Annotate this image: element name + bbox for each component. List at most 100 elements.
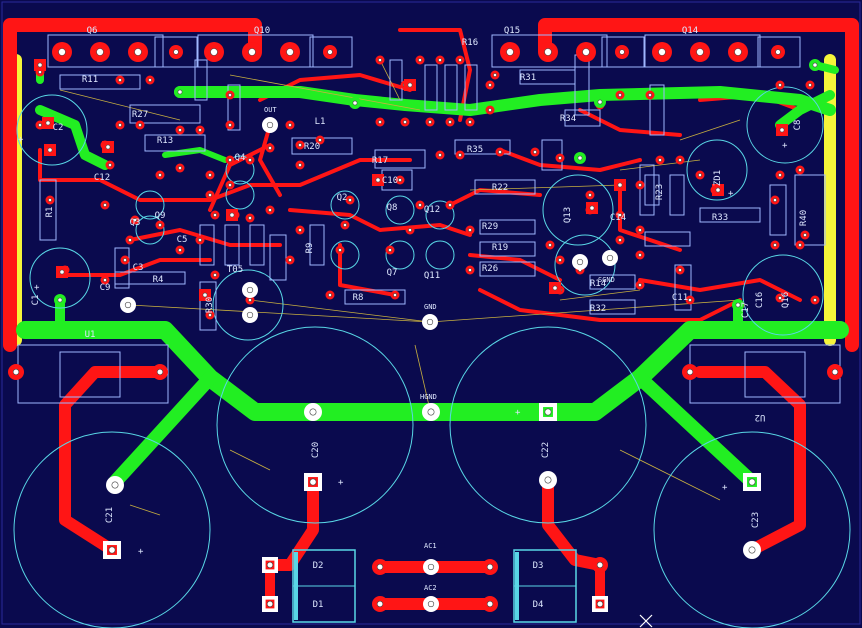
pad[interactable] bbox=[44, 144, 56, 156]
pad[interactable] bbox=[675, 265, 685, 275]
pad[interactable] bbox=[500, 42, 520, 62]
pad[interactable] bbox=[771, 45, 785, 59]
pad[interactable] bbox=[465, 117, 475, 127]
pad[interactable] bbox=[152, 364, 168, 380]
pad[interactable] bbox=[128, 42, 148, 62]
pad[interactable] bbox=[549, 282, 561, 294]
pad[interactable] bbox=[295, 225, 305, 235]
pad[interactable] bbox=[415, 200, 425, 210]
pad[interactable] bbox=[482, 559, 498, 575]
pad[interactable] bbox=[545, 240, 555, 250]
pad[interactable] bbox=[242, 42, 262, 62]
pad[interactable] bbox=[555, 153, 565, 163]
pad[interactable] bbox=[375, 55, 385, 65]
pad[interactable] bbox=[205, 170, 215, 180]
pad[interactable] bbox=[205, 310, 215, 320]
pad[interactable] bbox=[304, 403, 322, 421]
pad[interactable] bbox=[199, 289, 211, 301]
pad[interactable] bbox=[225, 90, 235, 100]
pad[interactable] bbox=[572, 254, 588, 270]
pad[interactable] bbox=[345, 195, 355, 205]
pad[interactable] bbox=[594, 96, 606, 108]
pad[interactable] bbox=[390, 290, 400, 300]
pad[interactable] bbox=[425, 117, 435, 127]
pad[interactable] bbox=[135, 120, 145, 130]
pad[interactable] bbox=[100, 200, 110, 210]
pad[interactable] bbox=[465, 265, 475, 275]
pad[interactable] bbox=[115, 75, 125, 85]
pad[interactable] bbox=[555, 255, 565, 265]
pad[interactable] bbox=[130, 215, 140, 225]
pad[interactable] bbox=[375, 117, 385, 127]
pad[interactable] bbox=[576, 42, 596, 62]
pad[interactable] bbox=[115, 120, 125, 130]
pad[interactable] bbox=[404, 79, 416, 91]
pad[interactable] bbox=[682, 364, 698, 380]
pad[interactable] bbox=[445, 117, 455, 127]
pad[interactable] bbox=[465, 225, 475, 235]
pad[interactable] bbox=[262, 117, 278, 133]
pad[interactable] bbox=[775, 80, 785, 90]
pad[interactable] bbox=[405, 225, 415, 235]
pad[interactable] bbox=[175, 245, 185, 255]
pad[interactable] bbox=[455, 55, 465, 65]
pad[interactable] bbox=[592, 596, 608, 612]
pad[interactable] bbox=[242, 282, 258, 298]
pad[interactable] bbox=[585, 190, 595, 200]
pad[interactable] bbox=[615, 45, 629, 59]
pad[interactable] bbox=[635, 225, 645, 235]
pad[interactable] bbox=[743, 541, 761, 559]
pad[interactable] bbox=[155, 170, 165, 180]
pad[interactable] bbox=[385, 245, 395, 255]
pad[interactable] bbox=[423, 559, 439, 575]
pad[interactable] bbox=[90, 42, 110, 62]
pad[interactable] bbox=[635, 180, 645, 190]
pad[interactable] bbox=[225, 120, 235, 130]
pad[interactable] bbox=[195, 235, 205, 245]
pad[interactable] bbox=[175, 125, 185, 135]
pad[interactable] bbox=[455, 150, 465, 160]
pad[interactable] bbox=[349, 97, 361, 109]
pad[interactable] bbox=[372, 559, 388, 575]
pad[interactable] bbox=[169, 45, 183, 59]
pad[interactable] bbox=[103, 541, 121, 559]
pad[interactable] bbox=[795, 165, 805, 175]
pad[interactable] bbox=[125, 235, 135, 245]
pad[interactable] bbox=[155, 220, 165, 230]
pad[interactable] bbox=[695, 170, 705, 180]
pad[interactable] bbox=[690, 42, 710, 62]
pad[interactable] bbox=[635, 250, 645, 260]
pad[interactable] bbox=[655, 155, 665, 165]
pad[interactable] bbox=[315, 135, 325, 145]
pad[interactable] bbox=[728, 42, 748, 62]
pad[interactable] bbox=[325, 290, 335, 300]
pad[interactable] bbox=[415, 55, 425, 65]
pad[interactable] bbox=[539, 471, 557, 489]
pad[interactable] bbox=[242, 307, 258, 323]
pad[interactable] bbox=[245, 155, 255, 165]
pad[interactable] bbox=[285, 255, 295, 265]
pad[interactable] bbox=[795, 240, 805, 250]
pad[interactable] bbox=[775, 293, 785, 303]
pad[interactable] bbox=[340, 220, 350, 230]
pad[interactable] bbox=[445, 200, 455, 210]
pad[interactable] bbox=[400, 117, 410, 127]
pad[interactable] bbox=[652, 42, 672, 62]
pad[interactable] bbox=[435, 150, 445, 160]
pad[interactable] bbox=[602, 250, 618, 266]
pad[interactable] bbox=[810, 295, 820, 305]
pad[interactable] bbox=[295, 160, 305, 170]
pad[interactable] bbox=[423, 596, 439, 612]
pad[interactable] bbox=[45, 195, 55, 205]
pad[interactable] bbox=[174, 86, 186, 98]
pad[interactable] bbox=[712, 184, 724, 196]
pad[interactable] bbox=[285, 120, 295, 130]
pad[interactable] bbox=[265, 143, 275, 153]
pad[interactable] bbox=[304, 473, 322, 491]
pad[interactable] bbox=[205, 190, 215, 200]
pad[interactable] bbox=[485, 80, 495, 90]
pad[interactable] bbox=[204, 42, 224, 62]
pad[interactable] bbox=[372, 596, 388, 612]
pad[interactable] bbox=[335, 245, 345, 255]
pad[interactable] bbox=[102, 141, 114, 153]
